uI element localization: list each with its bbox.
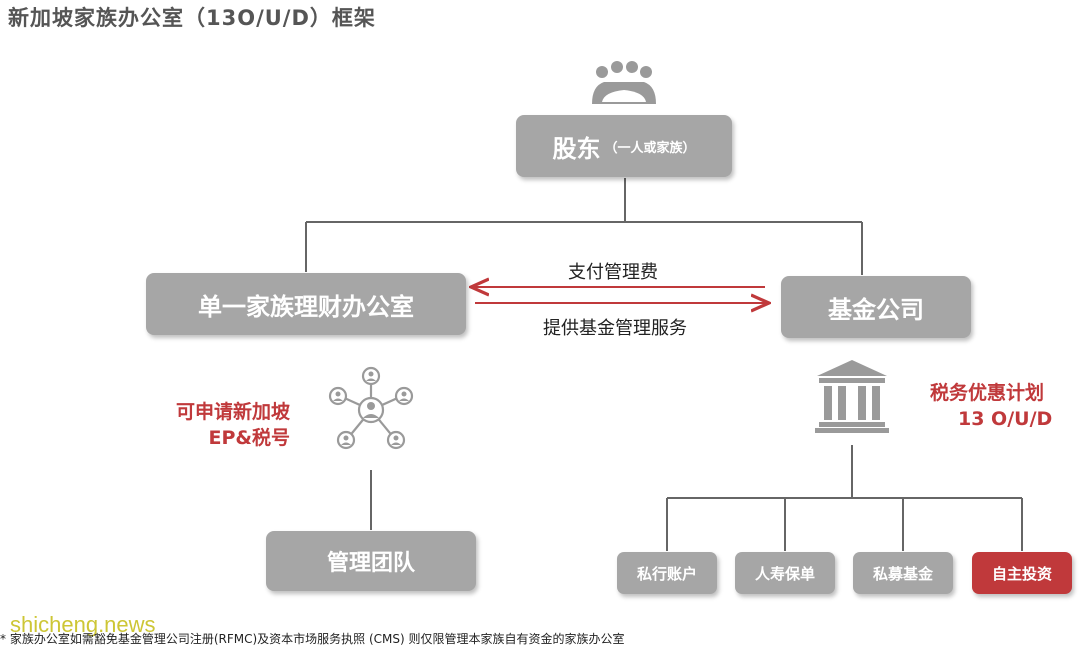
child-label: 人寿保单	[754, 564, 815, 583]
fund-company-box: 基金公司	[781, 276, 971, 338]
child-label: 私行账户	[636, 564, 697, 583]
watermark-text: shicheng.news	[10, 612, 156, 637]
tax-note: 税务优惠计划 13 O/U/D	[930, 380, 1080, 432]
tax-note-line1: 税务优惠计划	[930, 382, 1045, 404]
child-private-equity-fund: 私募基金	[853, 552, 953, 594]
footnote: * 家族办公室如需豁免基金管理公司注册(RFMC)及资本市场服务执照 (CMS)…	[0, 632, 625, 646]
network-icon	[328, 366, 414, 450]
page-title: 新加坡家族办公室（13O/U/D）框架	[8, 6, 376, 30]
child-private-bank-account: 私行账户	[617, 552, 717, 594]
sfo-note-line1: 可申请新加坡	[175, 401, 290, 423]
tax-note-line2: 13 O/U/D	[958, 408, 1053, 430]
shareholder-label: 股东	[552, 134, 601, 163]
arrow-service-label: 提供基金管理服务	[543, 318, 687, 339]
shareholder-sub: （一人或家族）	[604, 140, 696, 156]
arrow-fee-label: 支付管理费	[568, 262, 658, 283]
sfo-note-line2: EP&税号	[208, 427, 290, 449]
child-label: 自主投资	[991, 564, 1052, 583]
single-family-office-box: 单一家族理财办公室	[146, 273, 466, 335]
single-family-office-label: 单一家族理财办公室	[198, 292, 414, 321]
sfo-note: 可申请新加坡 EP&税号	[140, 399, 290, 451]
child-life-insurance-policy: 人寿保单	[735, 552, 835, 594]
management-team-box: 管理团队	[266, 531, 476, 591]
fund-company-label: 基金公司	[828, 295, 924, 324]
child-self-investment: 自主投资	[972, 552, 1072, 594]
shareholder-box: 股东 （一人或家族）	[516, 115, 732, 177]
bank-building-icon	[815, 360, 889, 433]
child-label: 私募基金	[872, 564, 933, 583]
people-group-icon	[592, 61, 656, 104]
management-team-label: 管理团队	[326, 551, 415, 576]
